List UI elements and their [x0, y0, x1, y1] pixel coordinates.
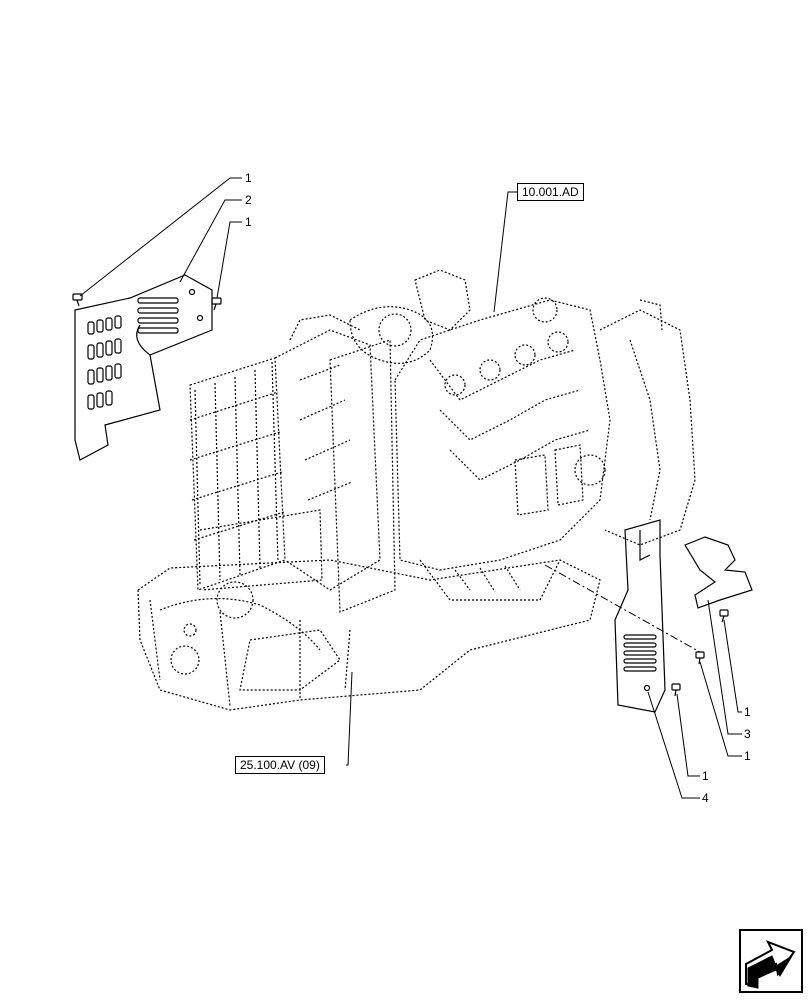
- callout-leaders-right: [647, 599, 742, 799]
- engine-reference-label[interactable]: 10.001.AD: [517, 183, 584, 201]
- shield-vent-slots: [87, 297, 179, 410]
- callout-label-1: 1: [744, 749, 751, 763]
- callout-label-1: 1: [245, 215, 252, 229]
- alignment-centerline: [544, 564, 701, 653]
- heat-shield-right: [614, 519, 666, 713]
- engine-ref-leader: [493, 191, 518, 313]
- callout-label-2: 2: [245, 193, 252, 207]
- next-page-arrow-icon[interactable]: [738, 928, 804, 994]
- frame-reference-label[interactable]: 25.100.AV (09): [235, 756, 325, 774]
- callout-label-1: 1: [702, 769, 709, 783]
- callout-label-4: 4: [702, 791, 709, 805]
- bolt-right-lower: [671, 683, 681, 697]
- engine-assembly: [137, 269, 696, 711]
- callout-leaders-top-left: [79, 177, 242, 299]
- shield-vent-slots-right: [623, 634, 657, 672]
- bolt-top-left: [72, 293, 83, 307]
- callout-label-1: 1: [245, 171, 252, 185]
- callout-label-1: 1: [744, 705, 751, 719]
- mounting-bracket: [684, 536, 753, 609]
- callout-label-3: 3: [744, 727, 751, 741]
- heat-shield-left: [74, 274, 213, 461]
- frame-ref-leader: [346, 671, 353, 766]
- bolt-right-upper: [719, 609, 729, 623]
- bolt-top-right: [211, 297, 222, 311]
